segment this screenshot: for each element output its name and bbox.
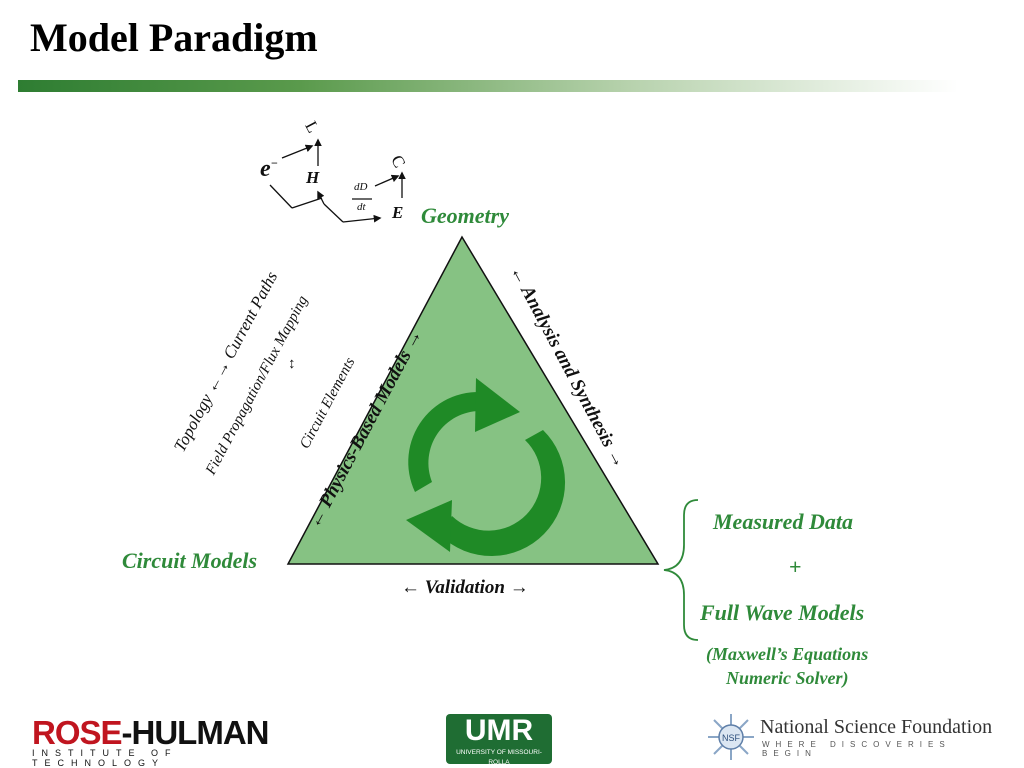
umr-logo: UMR UNIVERSITY OF MISSOURI-ROLLA <box>446 714 552 766</box>
symbol-h: H <box>306 168 320 187</box>
right-brace <box>663 499 699 641</box>
maxwell-line1: (Maxwell’s Equations <box>706 644 869 664</box>
plus-label: + <box>789 554 802 579</box>
nsf-name: National Science Foundation <box>760 716 993 738</box>
rose-hulman-logo: ROSE-HULMAN INSTITUTE OF TECHNOLOGY <box>32 714 272 768</box>
vertex-circuit-models: Circuit Models <box>122 548 258 573</box>
title-divider <box>18 80 958 92</box>
symbol-electron: e− <box>260 156 278 183</box>
cycle-arrows-icon <box>406 378 566 557</box>
symbol-dt: dt <box>357 201 366 213</box>
symbol-e-vector: E <box>392 203 404 222</box>
rose-subtitle: INSTITUTE OF TECHNOLOGY <box>32 748 178 768</box>
maxwell-line2: Numeric Solver) <box>726 668 849 688</box>
rose-word: ROSE <box>32 714 123 751</box>
svg-text:NSF: NSF <box>722 733 741 743</box>
nsf-tagline: WHERE DISCOVERIES BEGIN <box>762 740 951 758</box>
symbol-dd: dD <box>354 181 368 193</box>
measured-data-label: Measured Data <box>713 509 853 534</box>
symbol-e-sup: − <box>270 156 278 170</box>
edge-validation: ← Validation → <box>401 577 529 598</box>
nsf-emblem-icon: NSF <box>708 714 754 760</box>
full-wave-models-label: Full Wave Models <box>700 600 865 625</box>
hulman-word: -HULMAN <box>121 714 270 751</box>
symbol-e: e <box>260 156 271 182</box>
edge-validation-text: Validation <box>424 577 505 598</box>
umr-word: UMR <box>464 714 534 747</box>
nsf-logo: NSF National Science Foundation WHERE DI… <box>706 710 1006 762</box>
page-title: Model Paradigm <box>30 15 318 60</box>
updown-arrow-icon: ↕ <box>288 356 296 372</box>
vertex-geometry: Geometry <box>421 203 509 228</box>
umr-subtitle: UNIVERSITY OF MISSOURI-ROLLA <box>456 749 542 766</box>
field-vector-sketch <box>269 138 406 223</box>
